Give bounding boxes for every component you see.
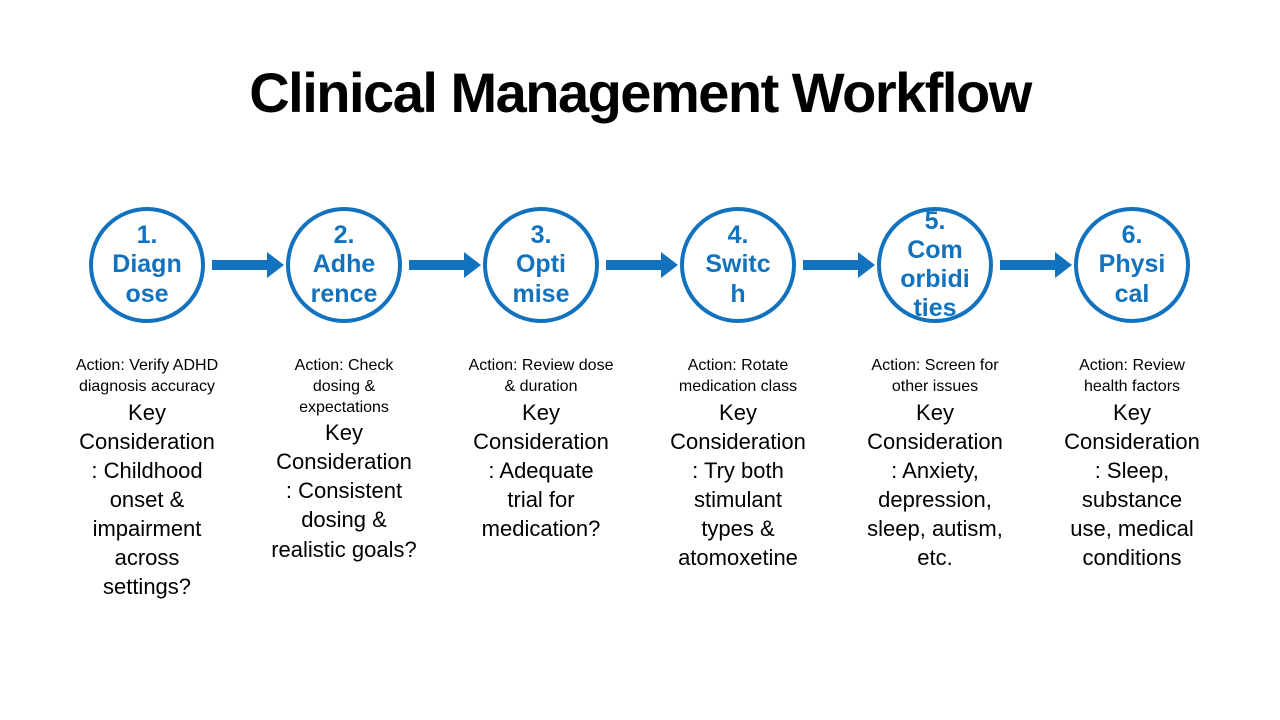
step-circle-optimise: 3. Opti mise bbox=[483, 207, 599, 323]
step-detail-physical: Action: Review health factors Key Consid… bbox=[1037, 356, 1227, 601]
step-consideration: Key Consideration : Anxiety, depression,… bbox=[867, 399, 1003, 570]
step-circle-switch: 4. Switc h bbox=[680, 207, 796, 323]
step-consideration: Key Consideration : Try both stimulant t… bbox=[670, 399, 806, 570]
step-action: Action: Rotate medication class bbox=[678, 357, 798, 395]
step-circle-diagnose: 1. Diagn ose bbox=[89, 207, 205, 323]
step-detail-comorbidities: Action: Screen for other issues Key Cons… bbox=[840, 356, 1030, 601]
step-action: Action: Screen for other issues bbox=[871, 357, 999, 395]
step-detail-switch: Action: Rotate medication class Key Cons… bbox=[643, 356, 833, 601]
step-detail-optimise: Action: Review dose & duration Key Consi… bbox=[446, 356, 636, 601]
arrow-right-icon bbox=[599, 207, 680, 323]
step-consideration: Key Consideration : Consistent dosing & … bbox=[271, 420, 417, 562]
step-circle-label: 5. Com orbidi ties bbox=[900, 206, 970, 323]
step-action: Action: Verify ADHD diagnosis accuracy bbox=[75, 357, 219, 395]
step-circle-label: 6. Physi cal bbox=[1098, 221, 1166, 308]
step-detail-diagnose: Action: Verify ADHD diagnosis accuracy K… bbox=[52, 356, 242, 601]
step-consideration: Key Consideration : Childhood onset & im… bbox=[79, 399, 215, 599]
step-circle-label: 1. Diagn ose bbox=[112, 221, 182, 308]
step-consideration: Key Consideration : Sleep, substance use… bbox=[1064, 399, 1200, 570]
step-circle-adherence: 2. Adhe rence bbox=[286, 207, 402, 323]
step-circle-label: 3. Opti mise bbox=[512, 221, 570, 308]
step-detail-adherence: Action: Check dosing & expectations Key … bbox=[249, 356, 439, 601]
step-circle-label: 2. Adhe rence bbox=[310, 221, 378, 308]
page-title: Clinical Management Workflow bbox=[249, 61, 1032, 124]
step-details: Action: Verify ADHD diagnosis accuracy K… bbox=[52, 356, 1227, 601]
step-circle-physical: 6. Physi cal bbox=[1074, 207, 1190, 323]
step-action: Action: Review health factors bbox=[1079, 357, 1185, 395]
arrow-right-icon bbox=[205, 207, 286, 323]
step-action: Action: Review dose & duration bbox=[468, 357, 614, 395]
step-circle-comorbidities: 5. Com orbidi ties bbox=[877, 207, 993, 323]
step-action: Action: Check dosing & expectations bbox=[294, 357, 394, 416]
arrow-right-icon bbox=[993, 207, 1074, 323]
workflow-diagram: 1. Diagn ose 2. Adhe rence 3. Opti mise … bbox=[89, 207, 1190, 323]
arrow-right-icon bbox=[796, 207, 877, 323]
step-consideration: Key Consideration : Adequate trial for m… bbox=[473, 399, 609, 541]
step-circle-label: 4. Switc h bbox=[705, 221, 771, 308]
arrow-right-icon bbox=[402, 207, 483, 323]
